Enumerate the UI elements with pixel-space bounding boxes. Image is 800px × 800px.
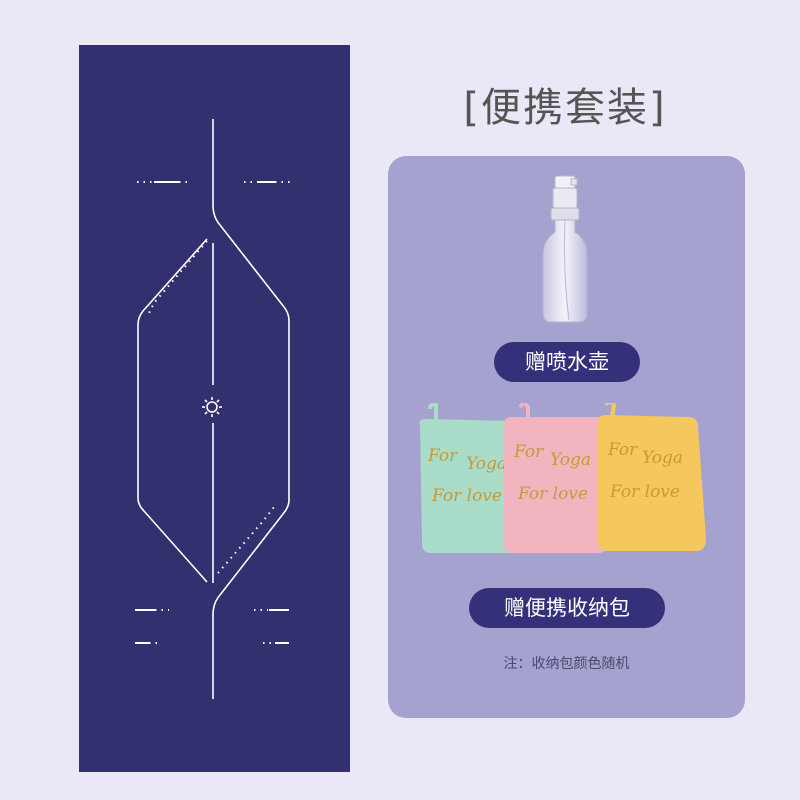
pink-bag: For Yoga For love — [504, 403, 608, 553]
storage-bags-image: For Yoga For love For Yoga For love For … — [419, 403, 706, 553]
mint-bag: For Yoga For love — [419, 403, 526, 553]
spray-bottle-gift-label: 赠喷水壶 — [494, 342, 640, 382]
svg-text:Yoga: Yoga — [466, 454, 507, 474]
svg-text:For: For — [607, 440, 638, 460]
spray-bottle-image — [542, 175, 588, 323]
page-title: [便携套装] — [463, 85, 667, 131]
svg-text:Yoga: Yoga — [642, 448, 683, 468]
yellow-bag: For Yoga For love — [598, 403, 706, 551]
mat-alignment-lines — [135, 119, 291, 699]
storage-bag-gift-label: 赠便携收纳包 — [469, 588, 665, 628]
color-random-note: 注：收纳包颜色随机 — [503, 656, 630, 672]
svg-text:For love: For love — [431, 486, 502, 506]
svg-text:Yoga: Yoga — [550, 450, 591, 470]
yoga-mat-image — [79, 45, 350, 772]
svg-text:For: For — [513, 442, 544, 462]
svg-text:For love: For love — [517, 484, 588, 504]
svg-text:For: For — [427, 446, 458, 466]
svg-text:For love: For love — [609, 482, 680, 502]
gift-panel: 赠喷水壶 For Yoga For love For Yoga For love… — [388, 156, 745, 718]
